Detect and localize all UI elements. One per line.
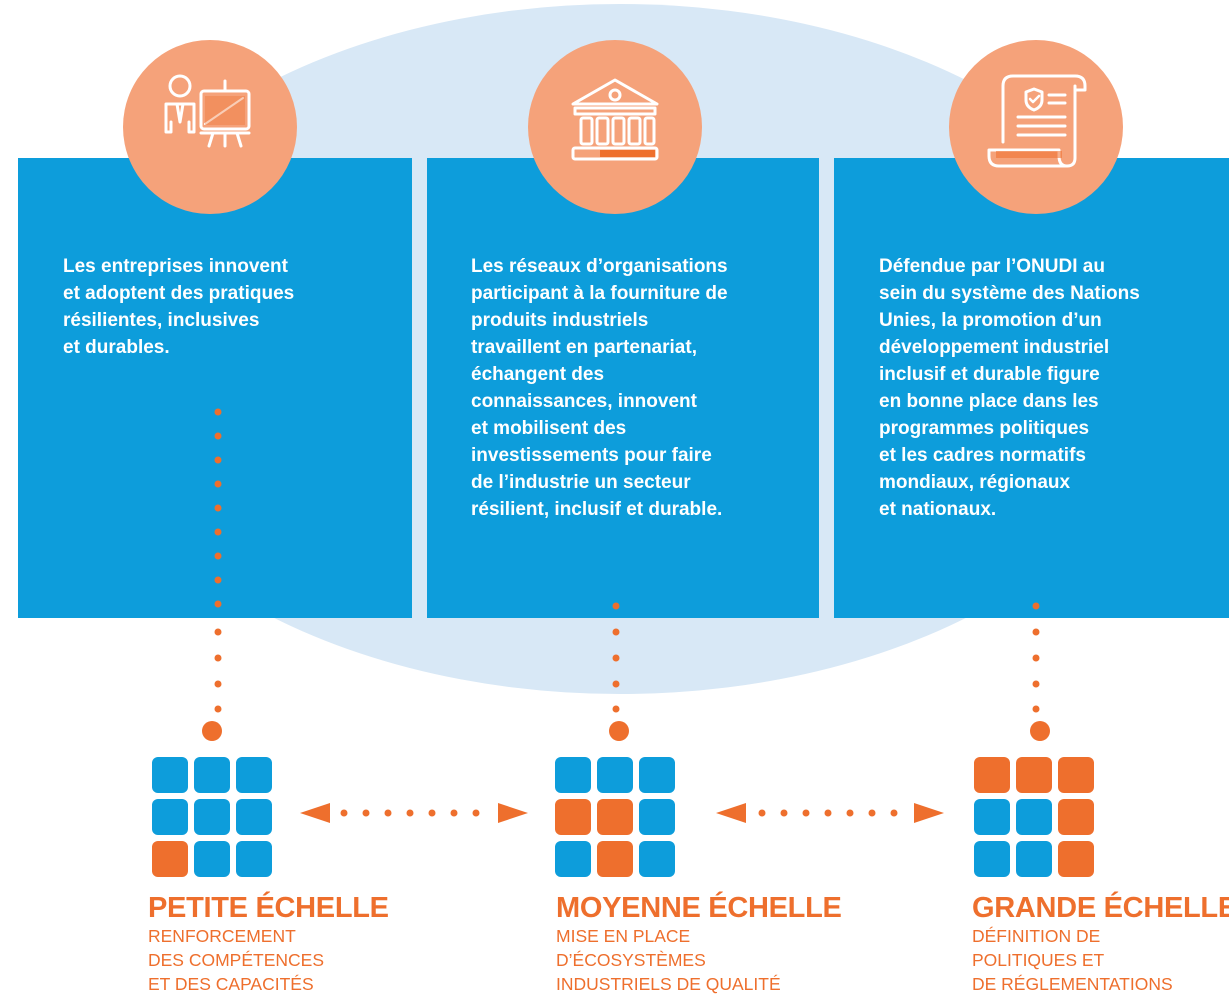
panel-line: sein du système des Nations bbox=[879, 283, 1140, 304]
scale-sub-line: ET DES CAPACITÉS bbox=[148, 974, 314, 994]
grid-square-orange bbox=[974, 757, 1010, 793]
scale-sub-line: POLITIQUES ET bbox=[972, 950, 1105, 970]
panel-line: développement industriel bbox=[879, 337, 1110, 358]
grid-square-blue bbox=[236, 757, 272, 793]
double-arrow-left bbox=[300, 803, 528, 823]
panel-line: participant à la fourniture de bbox=[471, 283, 728, 304]
scale-title: PETITE ÉCHELLE bbox=[148, 892, 389, 924]
panel-line: et mobilisent des bbox=[471, 418, 627, 439]
grid-square-orange bbox=[597, 841, 633, 877]
panel-line: mondiaux, régionaux bbox=[879, 472, 1071, 493]
grid-square-blue bbox=[236, 841, 272, 877]
panel-line: et adoptent des pratiques bbox=[63, 283, 295, 304]
panel-line: et nationaux. bbox=[879, 499, 997, 520]
scroll-band-fill bbox=[996, 151, 1062, 158]
panel-text-large: Défendue par l’ONUDI au sein du système … bbox=[879, 253, 1140, 523]
scale-grid-small bbox=[152, 757, 272, 877]
grid-square-orange bbox=[152, 841, 188, 877]
grid-square-orange bbox=[1058, 799, 1094, 835]
grid-square-blue bbox=[639, 841, 675, 877]
grid-square-orange bbox=[1016, 757, 1052, 793]
panel-line: et les cadres normatifs bbox=[879, 445, 1086, 466]
panel-large-scale bbox=[834, 158, 1229, 618]
panel-line: connaissances, innovent bbox=[471, 391, 697, 412]
connector-small bbox=[202, 408, 222, 741]
presenter-board-icon bbox=[164, 74, 251, 148]
panel-line: Unies, la promotion d’un bbox=[879, 310, 1102, 331]
panel-medium-scale bbox=[427, 158, 819, 618]
grid-square-blue bbox=[1016, 841, 1052, 877]
panel-small-scale bbox=[18, 158, 412, 618]
grid-square-blue bbox=[974, 841, 1010, 877]
policy-scroll-icon bbox=[987, 74, 1087, 168]
grid-square-blue bbox=[152, 799, 188, 835]
scale-label-medium: MOYENNE ÉCHELLE MISE EN PLACE D’ÉCOSYSTÈ… bbox=[556, 892, 842, 996]
scale-label-small: PETITE ÉCHELLE RENFORCEMENT DES COMPÉTEN… bbox=[148, 892, 389, 996]
grid-square-blue bbox=[152, 757, 188, 793]
grid-square-blue bbox=[597, 757, 633, 793]
panel-line: de l’industrie un secteur bbox=[471, 472, 691, 493]
panel-line: et durables. bbox=[63, 337, 170, 358]
scale-sub-line: MISE EN PLACE bbox=[556, 926, 691, 946]
panel-line: investissements pour faire bbox=[471, 445, 712, 466]
grid-square-orange bbox=[1058, 757, 1094, 793]
scale-subtitle: MISE EN PLACE D’ÉCOSYSTÈMES INDUSTRIELS … bbox=[556, 924, 842, 996]
panel-line: Les entreprises innovent bbox=[63, 256, 288, 277]
panel-text-medium: Les réseaux d’organisations participant … bbox=[471, 253, 728, 523]
grid-square-blue bbox=[639, 757, 675, 793]
panel-line: échangent des bbox=[471, 364, 605, 385]
icon-circle-2 bbox=[528, 40, 702, 214]
scale-title: MOYENNE ÉCHELLE bbox=[556, 892, 842, 924]
grid-square-blue bbox=[555, 841, 591, 877]
scale-sub-line: INDUSTRIELS DE QUALITÉ bbox=[556, 974, 781, 994]
grid-square-orange bbox=[597, 799, 633, 835]
scale-subtitle: RENFORCEMENT DES COMPÉTENCES ET DES CAPA… bbox=[148, 924, 389, 996]
grid-square-blue bbox=[194, 841, 230, 877]
scale-sub-line: DES COMPÉTENCES bbox=[148, 950, 324, 970]
grid-square-orange bbox=[1058, 841, 1094, 877]
panel-line: Défendue par l’ONUDI au bbox=[879, 256, 1105, 277]
institution-building-icon bbox=[571, 78, 659, 161]
grid-square-blue bbox=[974, 799, 1010, 835]
grid-square-blue bbox=[639, 799, 675, 835]
scale-grid-medium bbox=[555, 757, 675, 877]
connector-medium bbox=[609, 602, 629, 741]
grid-square-blue bbox=[194, 757, 230, 793]
panel-line: en bonne place dans les bbox=[879, 391, 1099, 412]
panel-line: résilientes, inclusives bbox=[63, 310, 260, 331]
panel-line: résilient, inclusif et durable. bbox=[471, 499, 723, 520]
double-arrow-right bbox=[716, 803, 944, 823]
scale-sub-line: D’ÉCOSYSTÈMES bbox=[556, 950, 706, 970]
grid-square-blue bbox=[236, 799, 272, 835]
grid-square-blue bbox=[1016, 799, 1052, 835]
panel-line: travaillent en partenariat, bbox=[471, 337, 697, 358]
scale-title: GRANDE ÉCHELLE bbox=[972, 892, 1229, 924]
building-base-fill bbox=[600, 150, 655, 157]
connector-large bbox=[1030, 602, 1050, 741]
grid-square-orange bbox=[555, 799, 591, 835]
scale-sub-line: DÉFINITION DE bbox=[972, 926, 1101, 946]
panel-line: produits industriels bbox=[471, 310, 649, 331]
panel-line: programmes politiques bbox=[879, 418, 1090, 439]
scale-label-large: GRANDE ÉCHELLE DÉFINITION DE POLITIQUES … bbox=[972, 892, 1229, 996]
panel-text-small: Les entreprises innovent et adoptent des… bbox=[63, 253, 294, 361]
presenter-board-fill bbox=[205, 96, 245, 125]
panel-line: Les réseaux d’organisations bbox=[471, 256, 728, 277]
scale-subtitle: DÉFINITION DE POLITIQUES ET DE RÉGLEMENT… bbox=[972, 924, 1229, 996]
icon-circle-1 bbox=[123, 40, 297, 214]
scale-sub-line: DE RÉGLEMENTATIONS bbox=[972, 974, 1173, 994]
scale-sub-line: RENFORCEMENT bbox=[148, 926, 296, 946]
grid-square-blue bbox=[555, 757, 591, 793]
scale-grid-large bbox=[974, 757, 1094, 877]
grid-square-blue bbox=[194, 799, 230, 835]
panel-line: inclusif et durable figure bbox=[879, 364, 1100, 385]
